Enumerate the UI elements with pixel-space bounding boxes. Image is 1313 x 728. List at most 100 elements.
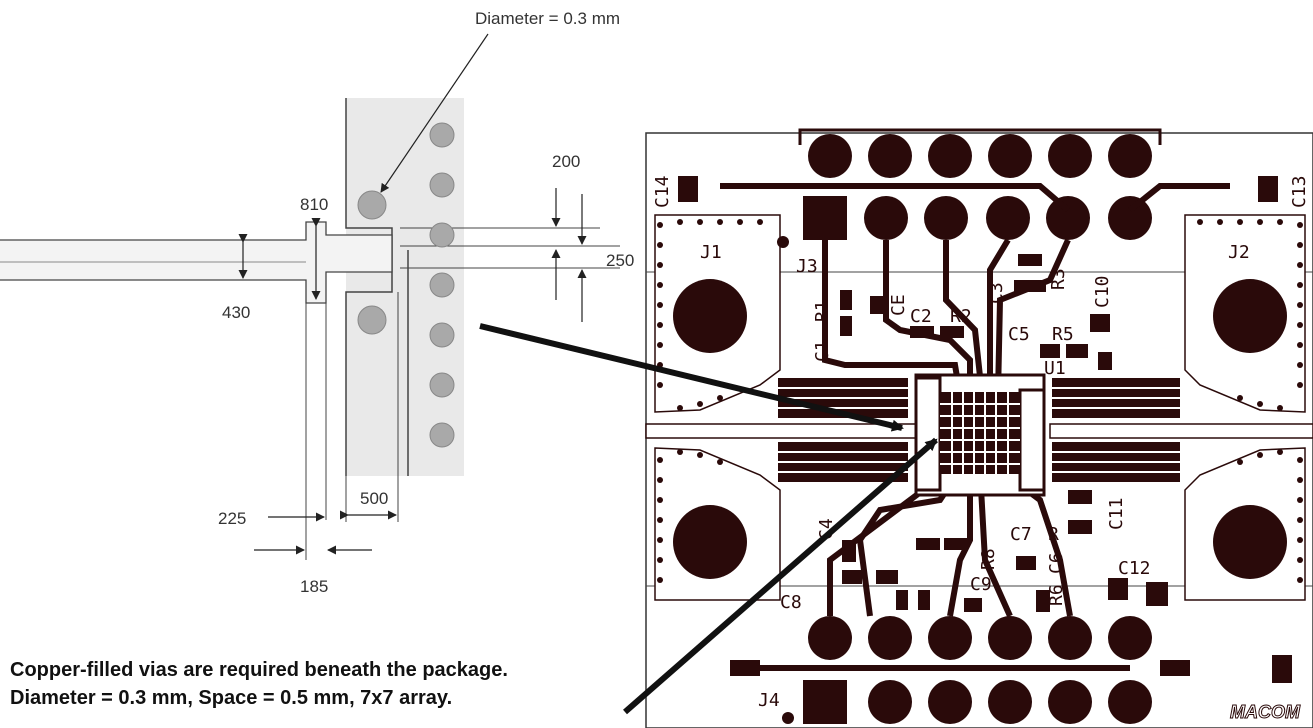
smd: [730, 660, 760, 676]
label-r1: R1: [812, 300, 833, 322]
rf-line-right: [1049, 423, 1313, 439]
fence-via: [1257, 452, 1263, 458]
fence-via: [657, 262, 663, 268]
via-diameter-callout: Diameter = 0.3 mm: [475, 9, 620, 28]
fence-via: [1297, 382, 1303, 388]
fence-via: [1257, 401, 1263, 407]
pointer-arrow-lower: [623, 437, 938, 715]
fence-via: [1297, 262, 1303, 268]
row-pad: [1046, 196, 1090, 240]
trace: [977, 469, 1013, 618]
header-pad: [988, 134, 1032, 178]
label-c11: C11: [1106, 497, 1127, 530]
via: [357, 190, 387, 220]
smd: [918, 590, 930, 610]
dim-250-label: 250: [606, 251, 634, 270]
label-c6: C6: [1046, 552, 1067, 574]
fence-via: [657, 342, 663, 348]
row-pad: [1108, 616, 1152, 660]
row-pad: [864, 196, 908, 240]
fence-via: [1297, 557, 1303, 563]
fence-via: [657, 517, 663, 523]
fence-via: [1297, 322, 1303, 328]
smd: [1018, 254, 1042, 266]
j4-marker: [782, 712, 794, 724]
u1-input-transition: [914, 376, 942, 492]
callout-leader: [380, 33, 489, 193]
fence-via: [657, 537, 663, 543]
fence-via: [717, 395, 723, 401]
fence-via: [657, 322, 663, 328]
label-r2: R2: [950, 306, 972, 327]
note-line-2: Diameter = 0.3 mm, Space = 0.5 mm, 7x7 a…: [10, 687, 452, 709]
via: [429, 222, 455, 248]
via-fence-dots: [657, 219, 1303, 583]
header-pad: [868, 134, 912, 178]
dim-500-label: 500: [360, 489, 388, 508]
header-pad: [868, 680, 912, 724]
fence-via: [1257, 219, 1263, 225]
fence-via: [717, 219, 723, 225]
row-pad: [988, 616, 1032, 660]
trace: [987, 238, 1011, 395]
fence-via: [1237, 219, 1243, 225]
smd: [964, 598, 982, 612]
connector-pad-j1: [673, 279, 747, 353]
row-pad: [986, 196, 1030, 240]
header-pad: [988, 680, 1032, 724]
dim-185-label: 185: [300, 577, 328, 596]
fence-via: [1297, 497, 1303, 503]
fence-via: [1297, 282, 1303, 288]
label-c8: C8: [780, 592, 802, 613]
label-c12: C12: [1118, 558, 1151, 579]
fence-via: [697, 401, 703, 407]
square-pad: [803, 196, 847, 240]
c13-pad: [1258, 176, 1278, 202]
square-pad: [803, 680, 847, 724]
note-line-1: Copper-filled vias are required beneath …: [10, 659, 508, 681]
fence-via: [697, 219, 703, 225]
rf-line-left: [645, 423, 917, 439]
smd: [1068, 490, 1092, 504]
u1-output-transition: [1018, 388, 1046, 492]
eval-board: C14 C13 J1 J2 J3 R1 C1 CE C2 R2 C3 R3 C1…: [645, 128, 1313, 728]
label-c2: C2: [910, 306, 932, 327]
dim-200-label: 200: [552, 152, 580, 171]
label-ce: CE: [888, 294, 909, 316]
fence-via: [677, 449, 683, 455]
c14-pad: [678, 176, 698, 202]
fence-via: [1297, 457, 1303, 463]
smd: [910, 326, 934, 338]
header-pad: [1108, 134, 1152, 178]
header-pad: [1048, 680, 1092, 724]
label-u1: U1: [1044, 358, 1066, 379]
fence-via: [1217, 219, 1223, 225]
fence-via: [1297, 242, 1303, 248]
fence-via: [1297, 537, 1303, 543]
fence-via: [1297, 362, 1303, 368]
fence-via: [677, 405, 683, 411]
second-row-pads: [803, 196, 1152, 240]
bottom-header-pads: [803, 680, 1152, 724]
fence-via: [657, 577, 663, 583]
fence-via: [1297, 222, 1303, 228]
smd: [870, 296, 884, 314]
trace: [943, 240, 985, 396]
fence-via: [657, 477, 663, 483]
smd: [1014, 280, 1046, 292]
layout-drawing: Diameter = 0.3 mm 810 430 200 250 500 22…: [0, 9, 634, 709]
via: [357, 305, 387, 335]
row-pad: [924, 196, 968, 240]
row-pad: [808, 616, 852, 660]
label-r5: R5: [1052, 324, 1074, 345]
fence-via: [1297, 302, 1303, 308]
dim-225-label: 225: [218, 509, 246, 528]
c12-pad: [1146, 582, 1168, 606]
fence-via: [657, 242, 663, 248]
via: [429, 322, 455, 348]
fence-via: [1297, 477, 1303, 483]
label-c5: C5: [1008, 324, 1030, 345]
fence-via: [737, 219, 743, 225]
label-c14: C14: [652, 175, 673, 208]
